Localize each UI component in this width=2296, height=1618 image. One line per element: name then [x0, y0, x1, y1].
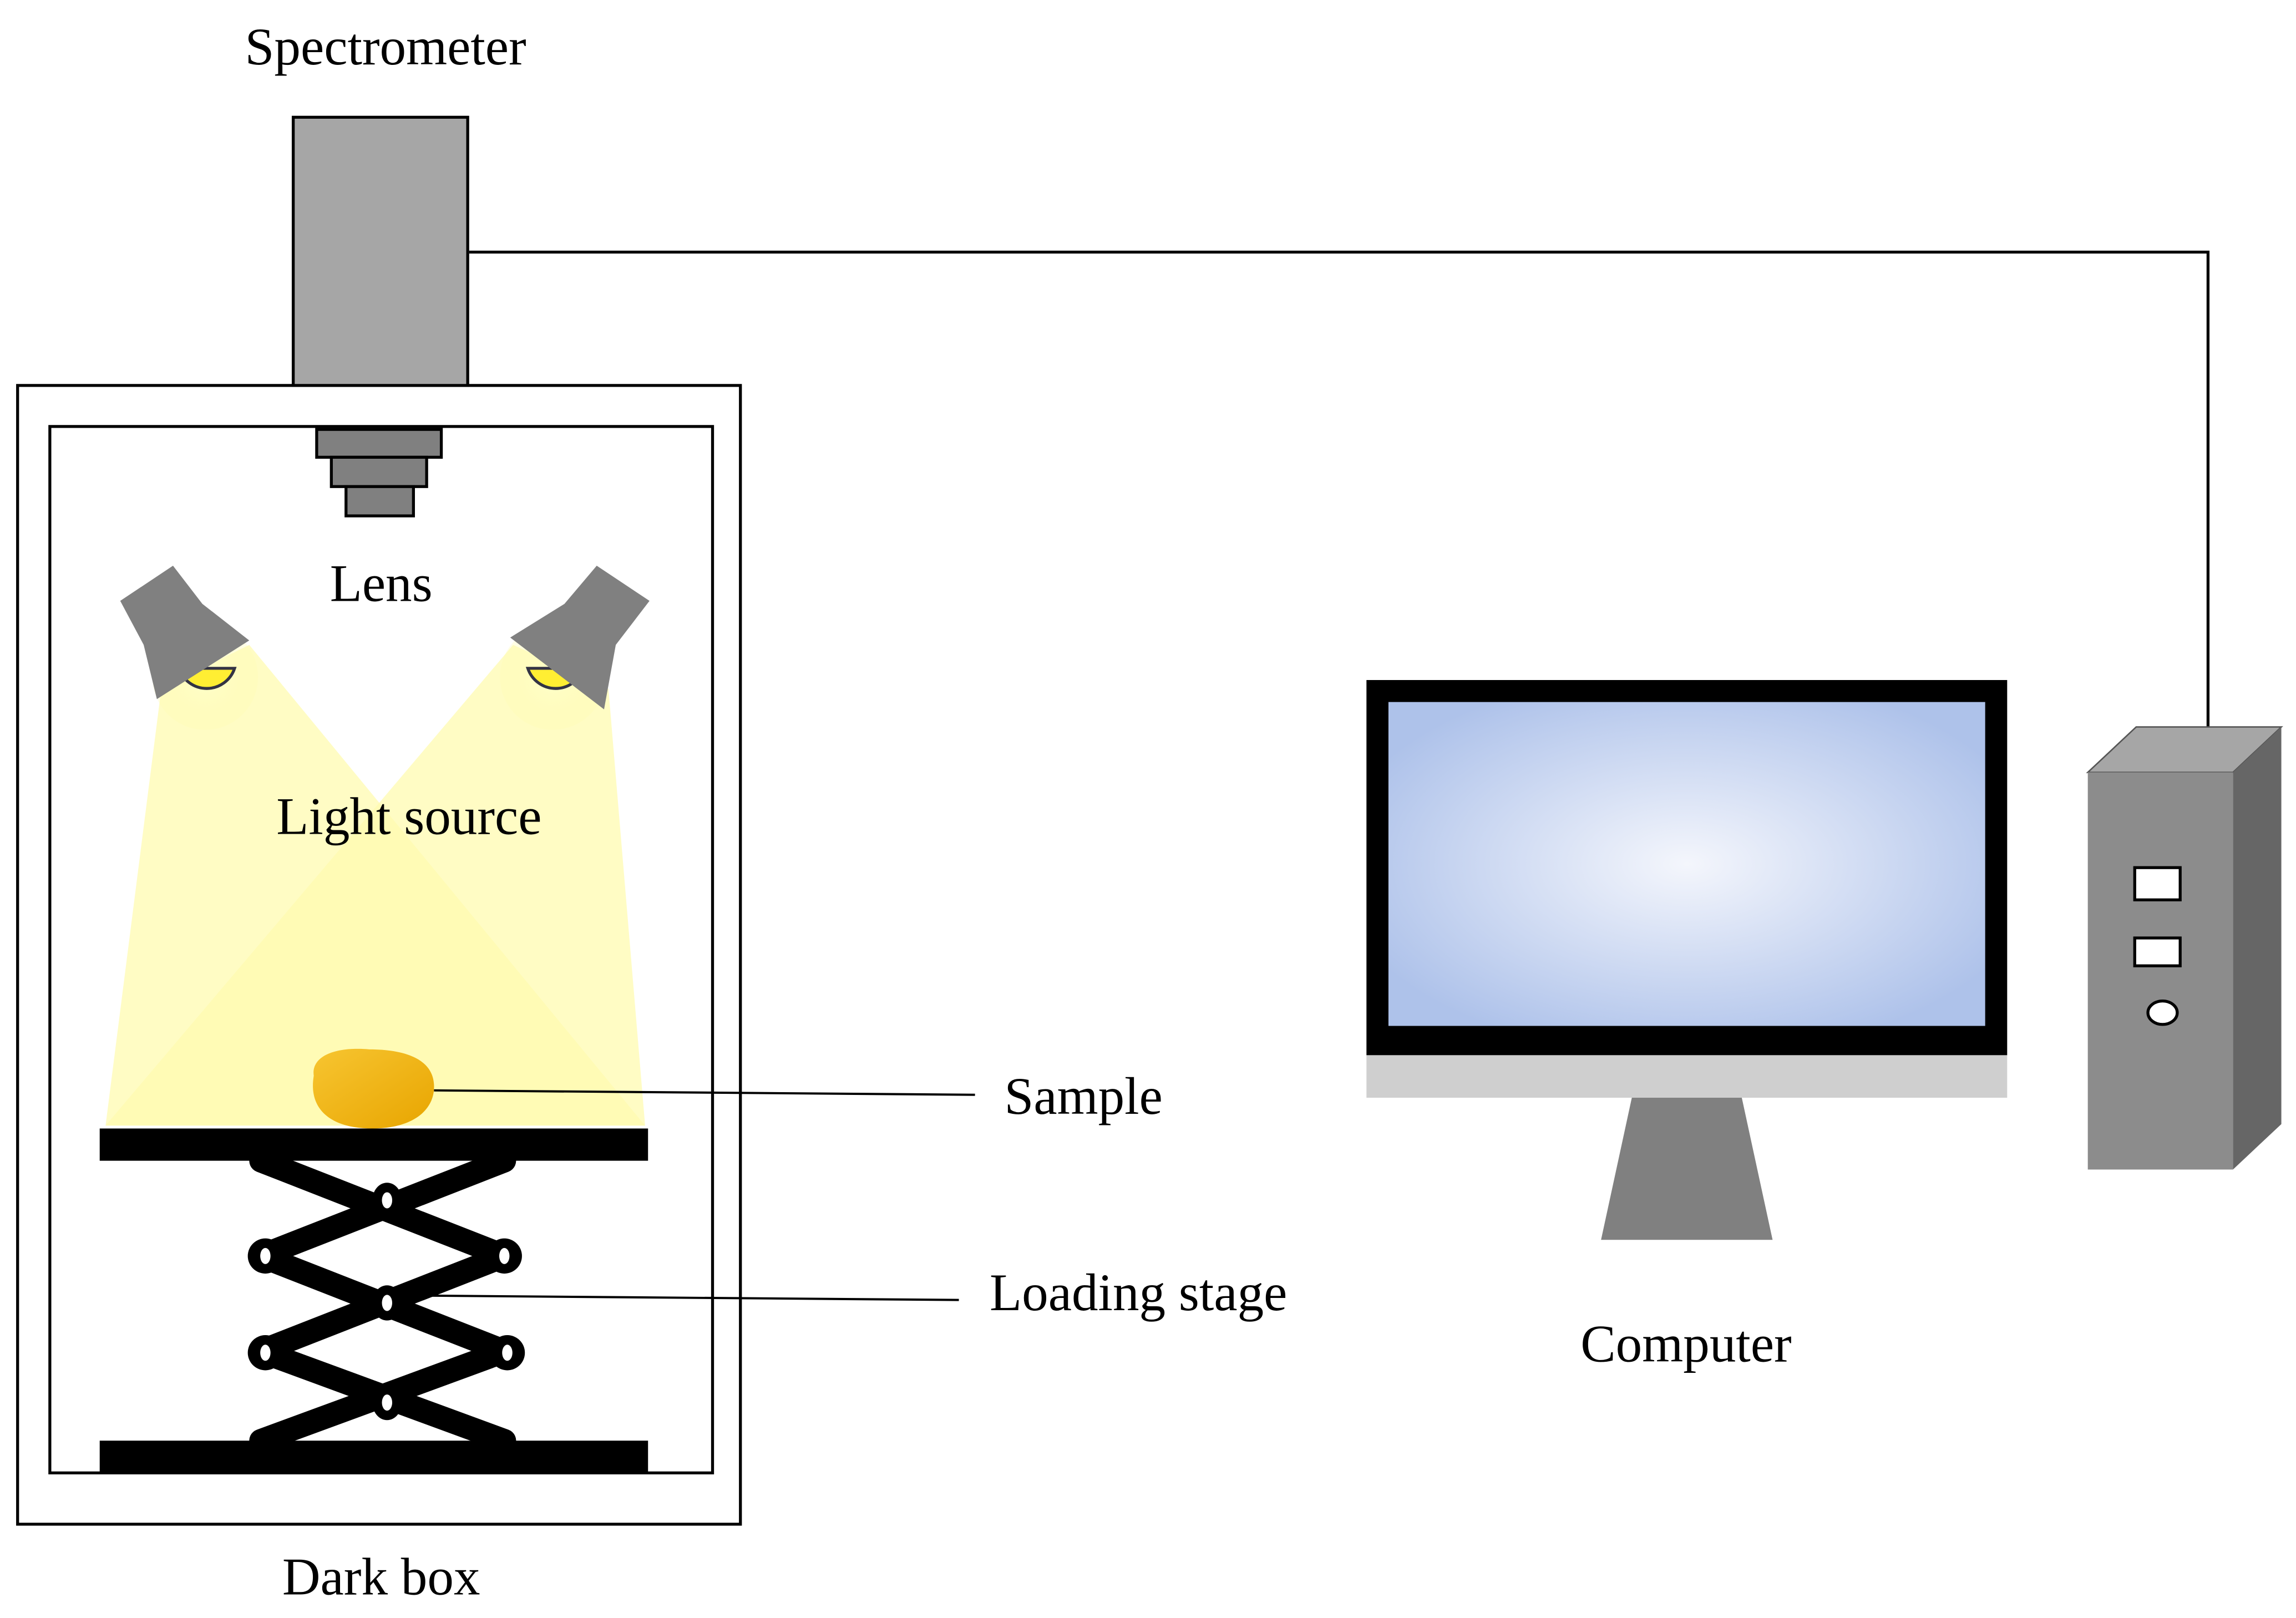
- sample-icon: [313, 1048, 434, 1129]
- lamp-icon: [500, 565, 650, 730]
- computer-tower-icon: [2086, 726, 2283, 1170]
- computer-label: Computer: [1580, 1315, 1792, 1373]
- spectrometer-icon: [291, 115, 469, 387]
- loading-stage-label: Loading stage: [990, 1263, 1287, 1322]
- light-source-label: Light source: [276, 787, 541, 845]
- spectrometer-label: Spectrometer: [245, 17, 526, 76]
- lens-label: Lens: [330, 554, 433, 612]
- connection-cable: [469, 250, 2210, 730]
- sample-leader-line: [434, 1089, 975, 1096]
- dark-box-label: Dark box: [282, 1548, 480, 1606]
- scissor-lift-icon: [99, 1128, 648, 1473]
- monitor-icon: [1366, 679, 2008, 1240]
- sample-label: Sample: [1004, 1067, 1162, 1125]
- lamp-icon: [120, 565, 259, 730]
- loading-stage-leader-line: [418, 1294, 959, 1301]
- lens-icon: [315, 428, 443, 518]
- light-beams: [105, 645, 645, 1126]
